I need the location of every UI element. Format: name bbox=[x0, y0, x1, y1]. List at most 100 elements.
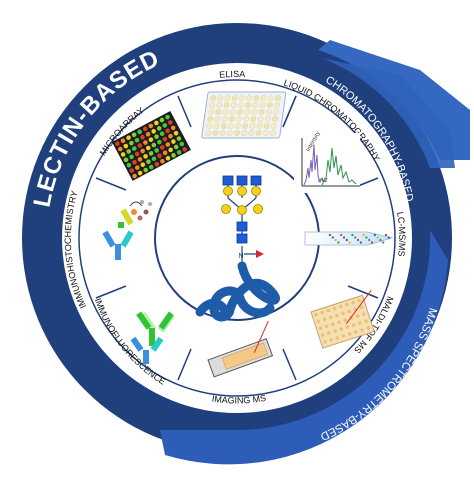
plate-well bbox=[217, 95, 224, 101]
plate-well bbox=[230, 102, 237, 108]
capillary-column-icon bbox=[304, 231, 394, 246]
array-spot bbox=[148, 151, 154, 156]
plate-well bbox=[227, 123, 234, 129]
maldi-spot bbox=[351, 300, 355, 305]
plate-well bbox=[252, 102, 259, 108]
array-spot bbox=[162, 123, 168, 128]
array-spot bbox=[157, 139, 162, 145]
segment-dividers-inner bbox=[282, 95, 297, 128]
maldi-spot bbox=[345, 302, 349, 307]
array-spot bbox=[171, 152, 176, 158]
array-spot bbox=[168, 120, 173, 125]
maldi-spot bbox=[337, 320, 341, 325]
plate-well bbox=[205, 130, 212, 136]
array-spot bbox=[137, 156, 143, 162]
maldi-spot bbox=[326, 308, 331, 313]
array-spot bbox=[154, 161, 160, 167]
plate-well bbox=[270, 130, 276, 136]
plate-well bbox=[210, 95, 216, 101]
array-spot bbox=[162, 136, 168, 142]
array-spot bbox=[143, 154, 148, 159]
plate-well bbox=[220, 123, 227, 129]
plate-well bbox=[221, 116, 228, 122]
plate-well bbox=[215, 109, 222, 115]
analyte-dot bbox=[331, 236, 334, 239]
maldi-plate-icon bbox=[310, 290, 375, 349]
plate-well bbox=[255, 130, 262, 136]
array-spot bbox=[120, 138, 126, 143]
maldi-spot bbox=[357, 298, 362, 303]
array-spot bbox=[143, 140, 148, 145]
plate-well bbox=[209, 102, 216, 108]
maldi-spot bbox=[345, 325, 350, 329]
chromatogram-x-label: m/z bbox=[318, 178, 328, 184]
array-spot bbox=[142, 126, 148, 132]
plate-well bbox=[208, 109, 215, 115]
maldi-spot bbox=[361, 312, 366, 317]
maldi-spot bbox=[314, 312, 318, 317]
plate-well bbox=[265, 109, 272, 115]
plate-well bbox=[245, 102, 252, 108]
array-spot bbox=[131, 132, 137, 138]
microplate-icon bbox=[201, 91, 287, 139]
plate-well bbox=[253, 95, 260, 101]
plate-well bbox=[227, 130, 233, 136]
array-spot bbox=[132, 173, 137, 179]
analyte-dot bbox=[362, 233, 365, 237]
plate-well bbox=[244, 109, 251, 115]
array-spot bbox=[123, 143, 129, 149]
fluorescent-antibody-icon bbox=[130, 311, 175, 364]
analyte-dot bbox=[337, 241, 340, 244]
plate-well bbox=[258, 109, 265, 115]
array-spot bbox=[129, 154, 134, 160]
analyte-dot bbox=[384, 233, 388, 237]
maldi-spot bbox=[332, 306, 337, 311]
lectin-microarray-icon bbox=[112, 111, 191, 181]
maldi-spot bbox=[343, 318, 348, 323]
plate-well bbox=[263, 130, 269, 136]
array-spot bbox=[134, 165, 140, 170]
plate-well bbox=[241, 130, 248, 136]
array-spot bbox=[126, 135, 131, 141]
maldi-spot bbox=[320, 310, 325, 315]
maldi-spot bbox=[360, 328, 364, 332]
analyte-dot bbox=[379, 238, 382, 242]
analyte-dot bbox=[373, 233, 376, 237]
segment-label-lc-ms-ms: LC-MS/MS bbox=[395, 211, 407, 257]
array-spot bbox=[165, 155, 171, 161]
plate-well bbox=[272, 116, 278, 122]
maldi-spot bbox=[359, 305, 364, 310]
plate-well bbox=[229, 109, 236, 115]
chromatogram-icon: Intensity m/z bbox=[294, 131, 360, 193]
plate-well bbox=[251, 109, 258, 115]
array-spot bbox=[129, 140, 134, 146]
chromatography-band-inner bbox=[322, 58, 455, 168]
plate-well bbox=[264, 116, 271, 122]
plate-well bbox=[231, 95, 238, 101]
array-spot bbox=[146, 159, 151, 165]
plate-well bbox=[275, 95, 281, 101]
plate-well bbox=[256, 123, 263, 129]
maldi-spot bbox=[323, 340, 327, 344]
maldi-spot bbox=[333, 329, 337, 333]
maldi-spot bbox=[318, 326, 323, 331]
mass-spec-band bbox=[160, 230, 448, 465]
array-spot bbox=[145, 131, 151, 137]
array-spot bbox=[137, 129, 142, 135]
array-spot bbox=[140, 148, 145, 154]
array-spot bbox=[137, 170, 143, 176]
array-spot bbox=[154, 134, 159, 139]
plate-well bbox=[212, 130, 219, 136]
array-spot bbox=[159, 145, 165, 150]
plate-well bbox=[207, 116, 214, 122]
maldi-spot bbox=[316, 319, 321, 324]
array-spot bbox=[148, 123, 154, 129]
maldi-spot bbox=[358, 321, 362, 325]
maldi-spot bbox=[324, 324, 329, 329]
array-spot bbox=[165, 142, 171, 147]
array-spot bbox=[173, 144, 179, 150]
segment-dividers bbox=[95, 95, 379, 381]
array-spot bbox=[162, 150, 168, 156]
plate-well bbox=[224, 95, 231, 101]
